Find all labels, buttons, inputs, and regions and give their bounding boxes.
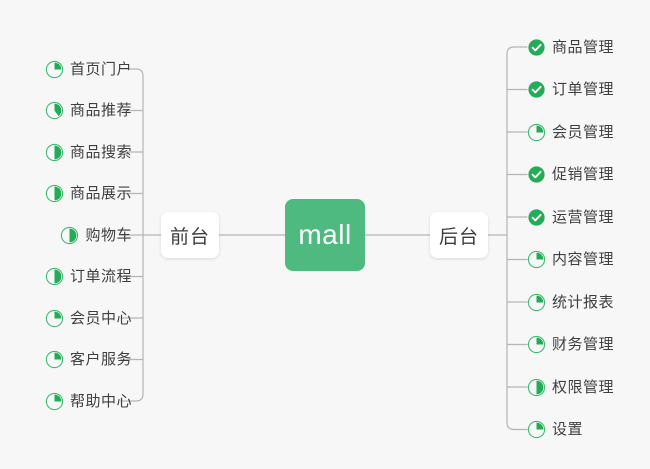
pie-progress-25-icon [527,123,546,142]
leaf-item[interactable]: 商品展示 [45,181,132,207]
leaf-item[interactable]: 商品推荐 [45,98,132,124]
connector-path [506,46,515,431]
leaf-item[interactable]: 权限管理 [527,374,614,400]
leaf-item-label: 商品管理 [552,38,615,56]
pie-progress-50-icon [527,378,546,397]
leaf-item-label: 订单流程 [69,268,132,285]
leaf-item-label: 商品搜索 [69,143,132,161]
root-node-label: mall [298,219,352,250]
leaf-item-label: 促销管理 [552,166,615,183]
pie-progress-25-icon [45,60,64,79]
leaf-item-label: 商品展示 [69,185,132,202]
leaf-item[interactable]: 首页门户 [45,56,132,82]
leaf-item[interactable]: 订单流程 [45,264,132,290]
leaf-item-label: 统计报表 [552,293,615,311]
leaf-item-label: 会员中心 [69,309,132,327]
branch-node-back[interactable]: 后台 [430,212,488,258]
root-node-mall[interactable]: mall [285,199,365,271]
leaf-item-label: 首页门户 [69,60,132,78]
leaf-item-label: 设置 [552,421,584,438]
leaf-item[interactable]: 订单管理 [527,77,614,103]
leaf-item[interactable]: 客户服务 [45,347,132,373]
leaf-item[interactable]: 会员中心 [45,305,132,331]
pie-progress-50-icon [45,143,64,162]
leaf-item-label: 购物车 [85,226,132,244]
leaf-item-label: 运营管理 [552,208,615,226]
pie-progress-25-icon [45,309,64,328]
check-circle-icon [527,38,546,57]
leaf-item[interactable]: 购物车 [60,222,132,248]
leaf-item-label: 商品推荐 [69,102,132,119]
check-circle-icon [527,165,546,184]
leaf-item[interactable]: 商品搜索 [45,139,132,165]
leaf-item-label: 会员管理 [552,123,615,141]
pie-progress-25-icon [527,335,546,354]
leaf-item[interactable]: 财务管理 [527,332,614,358]
check-circle-icon [527,208,546,227]
leaf-item[interactable]: 帮助中心 [45,388,132,414]
branch-node-front-label: 前台 [169,226,210,248]
leaf-item-label: 客户服务 [69,351,132,368]
leaf-item[interactable]: 促销管理 [527,162,614,188]
pie-progress-25-icon [527,293,546,312]
pie-progress-50-icon [60,226,79,245]
pie-progress-50-icon [45,267,64,286]
check-circle-icon [527,80,546,99]
pie-progress-25-icon [45,350,64,369]
leaf-item[interactable]: 统计报表 [527,289,614,315]
leaf-item[interactable]: 商品管理 [527,34,614,60]
leaf-item-label: 财务管理 [552,336,615,353]
leaf-item[interactable]: 内容管理 [527,247,614,273]
pie-progress-25-icon [527,250,546,269]
leaf-item-label: 内容管理 [552,251,615,268]
leaf-item-label: 帮助中心 [69,392,132,410]
leaf-item[interactable]: 设置 [527,417,583,443]
pie-progress-25-icon [527,420,546,439]
leaf-item[interactable]: 运营管理 [527,204,614,230]
branch-node-front[interactable]: 前台 [161,212,219,258]
connector-path [135,68,144,402]
pie-progress-40-icon [45,101,64,120]
leaf-item-label: 订单管理 [552,81,615,98]
branch-node-back-label: 后台 [438,226,479,248]
leaf-item-label: 权限管理 [552,378,615,396]
leaf-item[interactable]: 会员管理 [527,119,614,145]
pie-progress-50-icon [45,184,64,203]
pie-progress-25-icon [45,392,64,411]
